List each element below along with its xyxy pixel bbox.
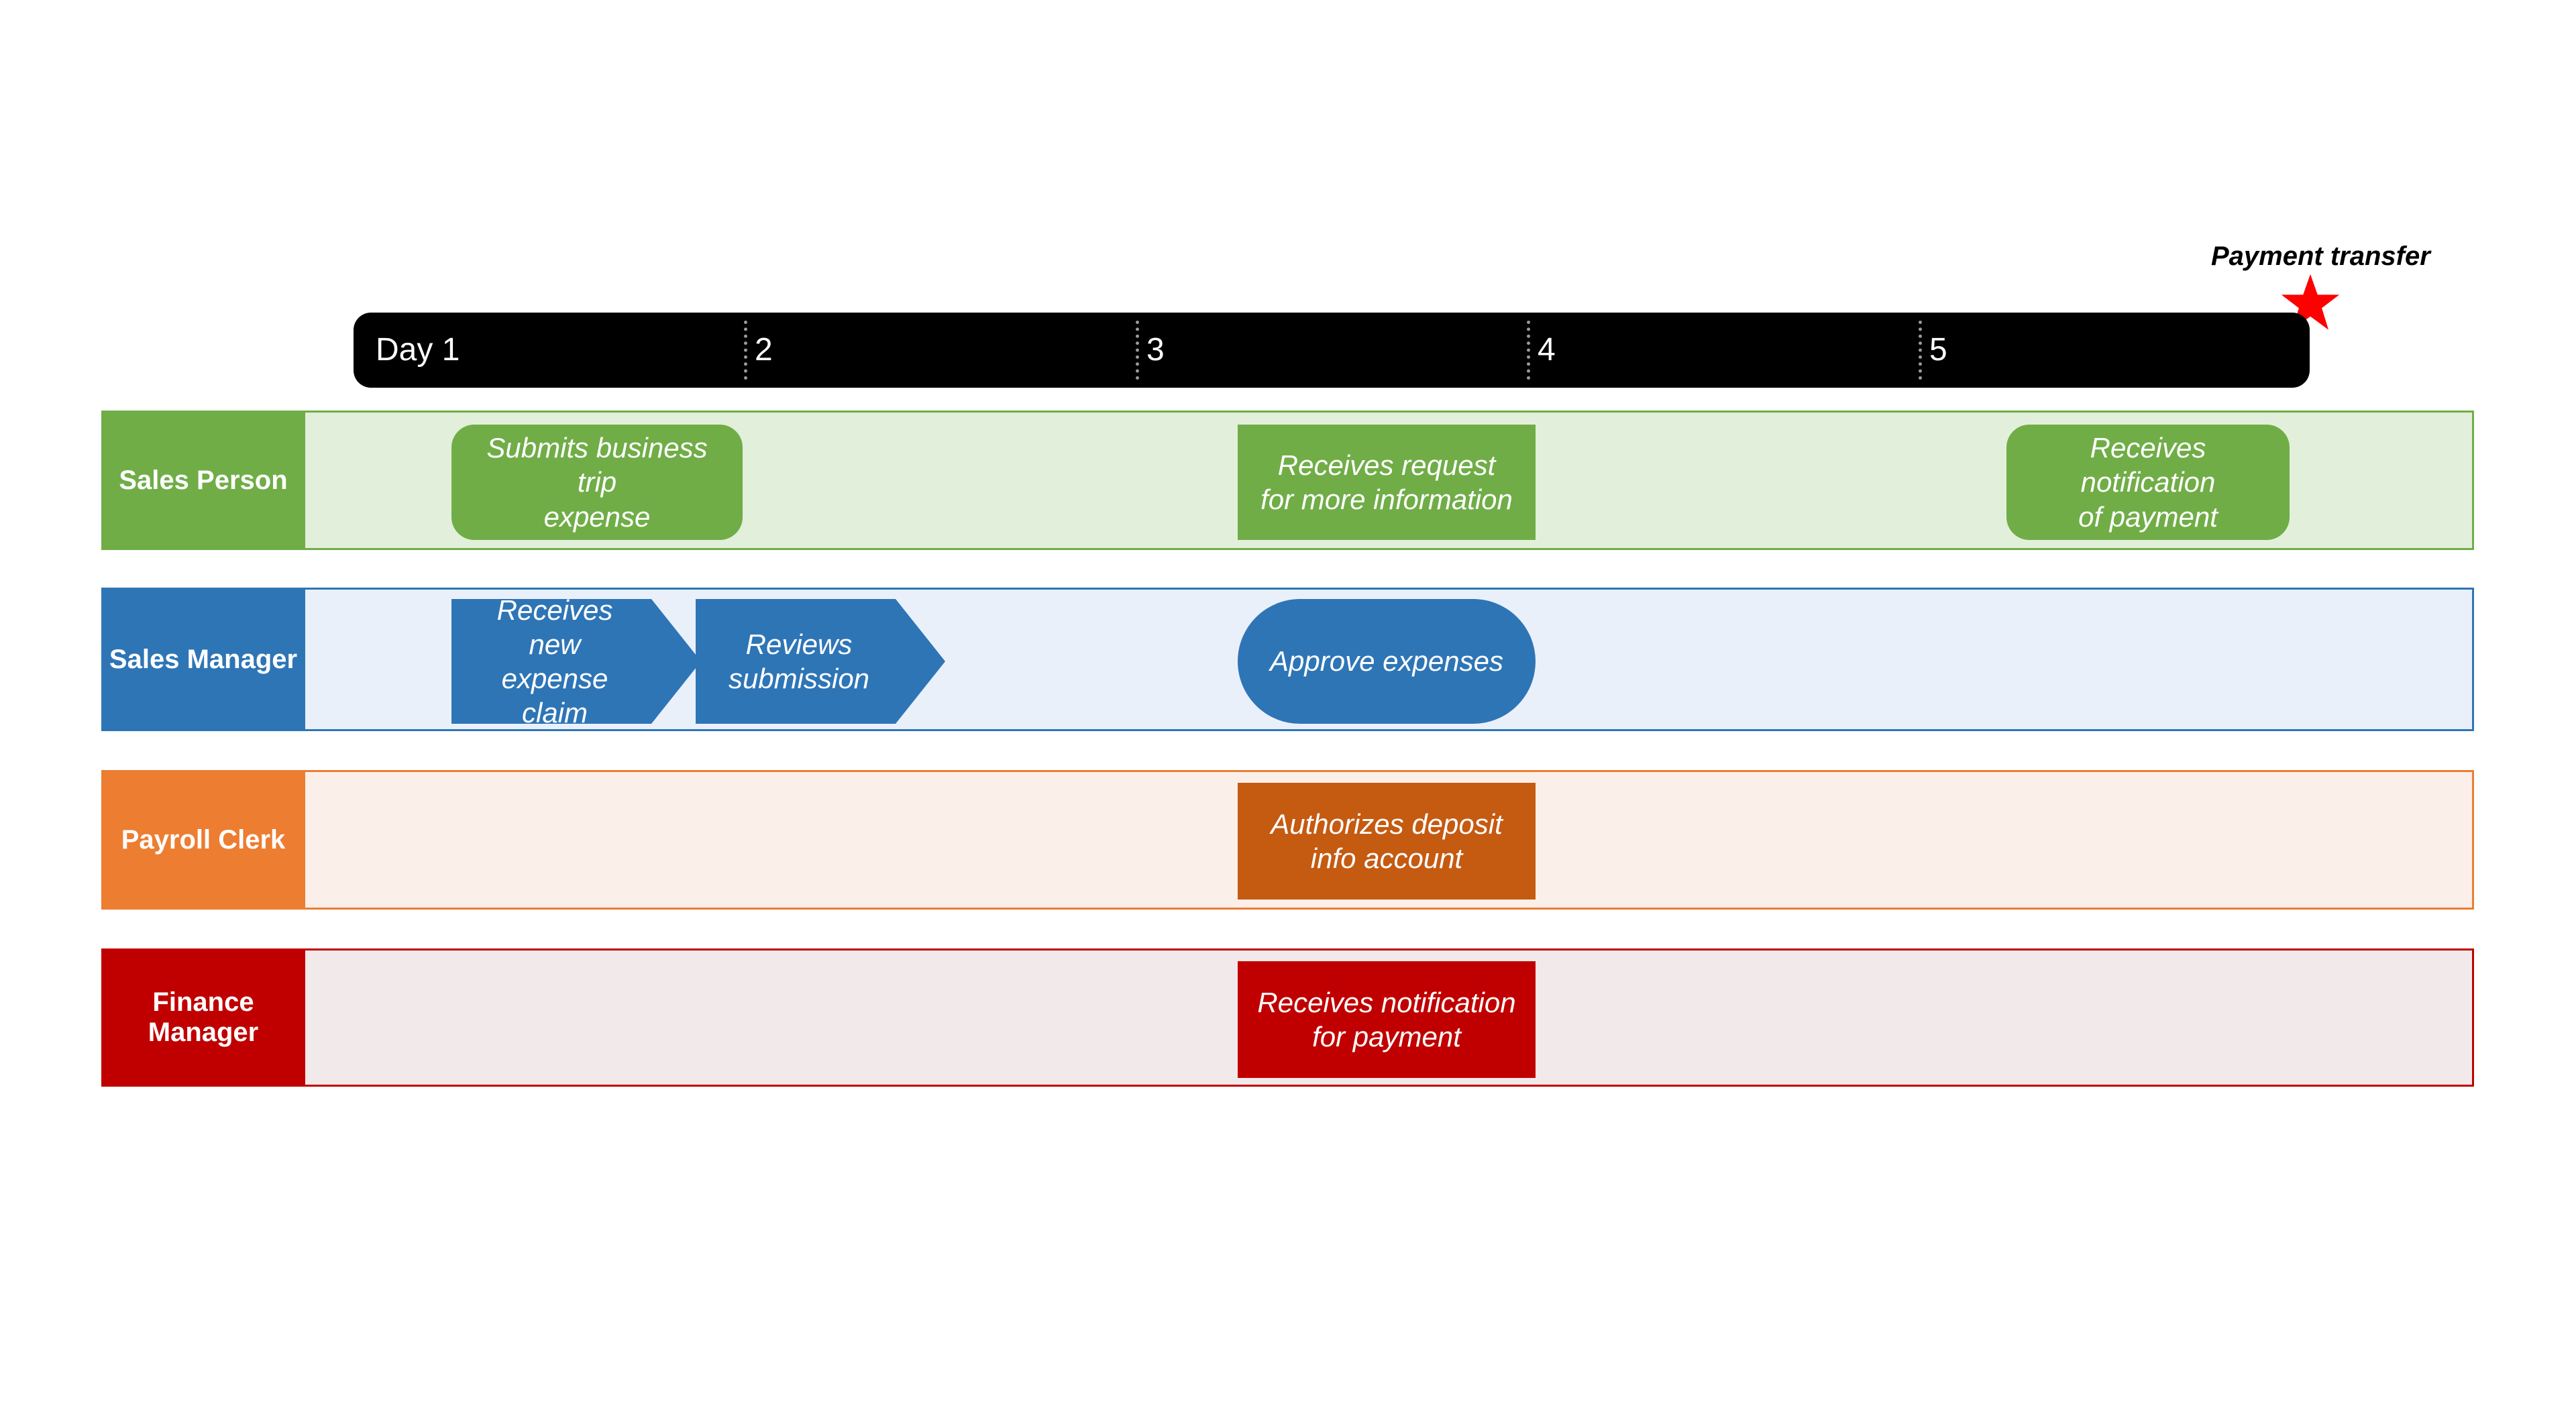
task-receives-notification-for-payment[interactable]: Receives notification for payment (1238, 961, 1536, 1078)
timeline-label-day-1: Day 1 (376, 332, 460, 368)
lane-payroll-clerk: Payroll Clerk Authorizes deposit info ac… (101, 770, 2474, 910)
lane-label-finance-manager-line-2: Manager (148, 1018, 259, 1047)
task-authorizes-deposit-info-account[interactable]: Authorizes deposit info account (1238, 783, 1536, 900)
task-approve-expenses[interactable]: Approve expenses (1238, 599, 1536, 724)
task-line-2: of payment (2078, 500, 2218, 533)
task-line-2: for more information (1260, 484, 1513, 515)
task-receives-new-expense-claim[interactable]: Receives new expense claim (451, 599, 701, 724)
task-line-1: Submits business trip (486, 432, 708, 498)
timeline-label-day-4: 4 (1538, 332, 1556, 368)
lane-label-finance-manager-line-1: Finance (152, 987, 254, 1018)
task-line-1: Receives notification (2080, 432, 2216, 498)
lane-label-sales-manager: Sales Manager (109, 644, 298, 674)
lane-body-sales-person: Submits business trip expense Receives r… (305, 411, 2474, 550)
timeline-tick-line-4 (1527, 321, 1530, 380)
timeline-tick-line-5 (1919, 321, 1922, 380)
task-receives-request-for-more-information[interactable]: Receives request for more information (1238, 425, 1536, 540)
task-line-2: expense (543, 500, 651, 533)
lane-header-payroll-clerk[interactable]: Payroll Clerk (101, 770, 305, 910)
payment-transfer-label: Payment transfer (2211, 241, 2430, 271)
lane-label-sales-person: Sales Person (119, 465, 288, 495)
task-line-1: Reviews (745, 628, 853, 660)
star-icon (2280, 272, 2341, 334)
lane-body-sales-manager: Receives new expense claim Reviews submi… (305, 588, 2474, 731)
timeline-tick-line-2 (744, 321, 747, 380)
task-line-2: submission (728, 663, 870, 694)
task-line-2: for payment (1312, 1021, 1461, 1052)
task-line-1: Receives notification (1257, 986, 1516, 1018)
task-line-1: Approve expenses (1270, 645, 1503, 677)
lane-label-payroll-clerk: Payroll Clerk (121, 824, 286, 855)
task-line-2: info account (1310, 842, 1463, 874)
lane-header-sales-manager[interactable]: Sales Manager (101, 588, 305, 731)
lane-body-finance-manager: Receives notification for payment (305, 948, 2474, 1087)
timeline-label-day-2: 2 (755, 332, 773, 368)
task-submits-business-trip-expense[interactable]: Submits business trip expense (451, 425, 743, 540)
task-line-1: Authorizes deposit (1271, 808, 1503, 840)
task-receives-notification-of-payment[interactable]: Receives notification of payment (2006, 425, 2290, 540)
timeline-label-day-3: 3 (1146, 332, 1165, 368)
lane-body-payroll-clerk: Authorizes deposit info account (305, 770, 2474, 910)
task-reviews-submission[interactable]: Reviews submission (696, 599, 945, 724)
task-line-1: Receives request (1277, 449, 1496, 481)
timeline-label-day-5: 5 (1929, 332, 1947, 368)
lane-header-finance-manager[interactable]: Finance Manager (101, 948, 305, 1087)
lane-finance-manager: Finance Manager Receives notification fo… (101, 948, 2474, 1087)
task-line-2: expense claim (501, 663, 608, 729)
lane-header-sales-person[interactable]: Sales Person (101, 411, 305, 550)
lane-sales-person: Sales Person Submits business trip expen… (101, 411, 2474, 550)
timeline-bar (354, 313, 2310, 388)
task-line-1: Receives new (496, 594, 613, 660)
timeline-tick-line-3 (1136, 321, 1139, 380)
lane-sales-manager: Sales Manager Receives new expense claim… (101, 588, 2474, 731)
